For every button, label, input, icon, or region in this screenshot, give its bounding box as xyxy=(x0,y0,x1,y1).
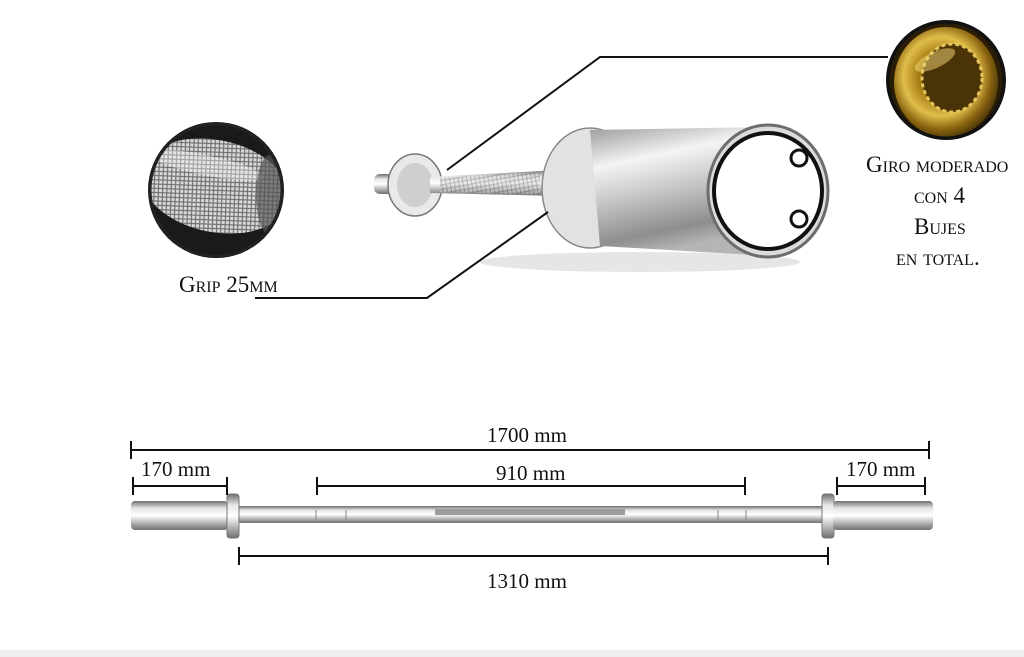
right-collar xyxy=(821,493,835,539)
grip-label: Grip 25mm xyxy=(179,272,278,297)
dim-label-right-sleeve: 170 mm xyxy=(846,457,916,481)
bushing-hole-bottom xyxy=(789,209,809,229)
dim-line-knurling xyxy=(316,477,746,495)
bushing-leader-line xyxy=(446,56,888,171)
dim-line-left-sleeve xyxy=(132,477,228,495)
dim-label-total: 1700 mm xyxy=(487,423,567,447)
dim-label-knurling: 910 mm xyxy=(496,461,566,485)
grip-leader-line xyxy=(255,211,549,299)
dim-line-right-sleeve xyxy=(836,477,926,495)
bushing-label-line-2: con 4 xyxy=(914,183,966,208)
dim-line-total xyxy=(130,441,930,459)
center-knurl xyxy=(435,509,625,515)
left-collar xyxy=(226,493,240,539)
bottom-strip xyxy=(0,650,1024,657)
dim-label-left-sleeve: 170 mm xyxy=(141,457,211,481)
bushing-label-line-3: Bujes xyxy=(914,214,966,239)
grip-zoom-circle xyxy=(148,122,284,258)
left-sleeve xyxy=(131,501,228,530)
right-sleeve xyxy=(833,501,933,530)
bushing-hole-top xyxy=(789,148,809,168)
perspective-barbell xyxy=(374,123,830,272)
bushing-label-line-4: en total. xyxy=(896,245,980,270)
bushing-zoom-circle xyxy=(886,20,1006,140)
dim-label-between-collars: 1310 mm xyxy=(487,569,567,593)
shaft-knurl xyxy=(440,172,540,194)
side-view-barbell xyxy=(131,493,933,539)
bushing-label-line-1: Giro moderado xyxy=(866,152,1009,177)
dim-line-between-collars xyxy=(238,547,829,565)
